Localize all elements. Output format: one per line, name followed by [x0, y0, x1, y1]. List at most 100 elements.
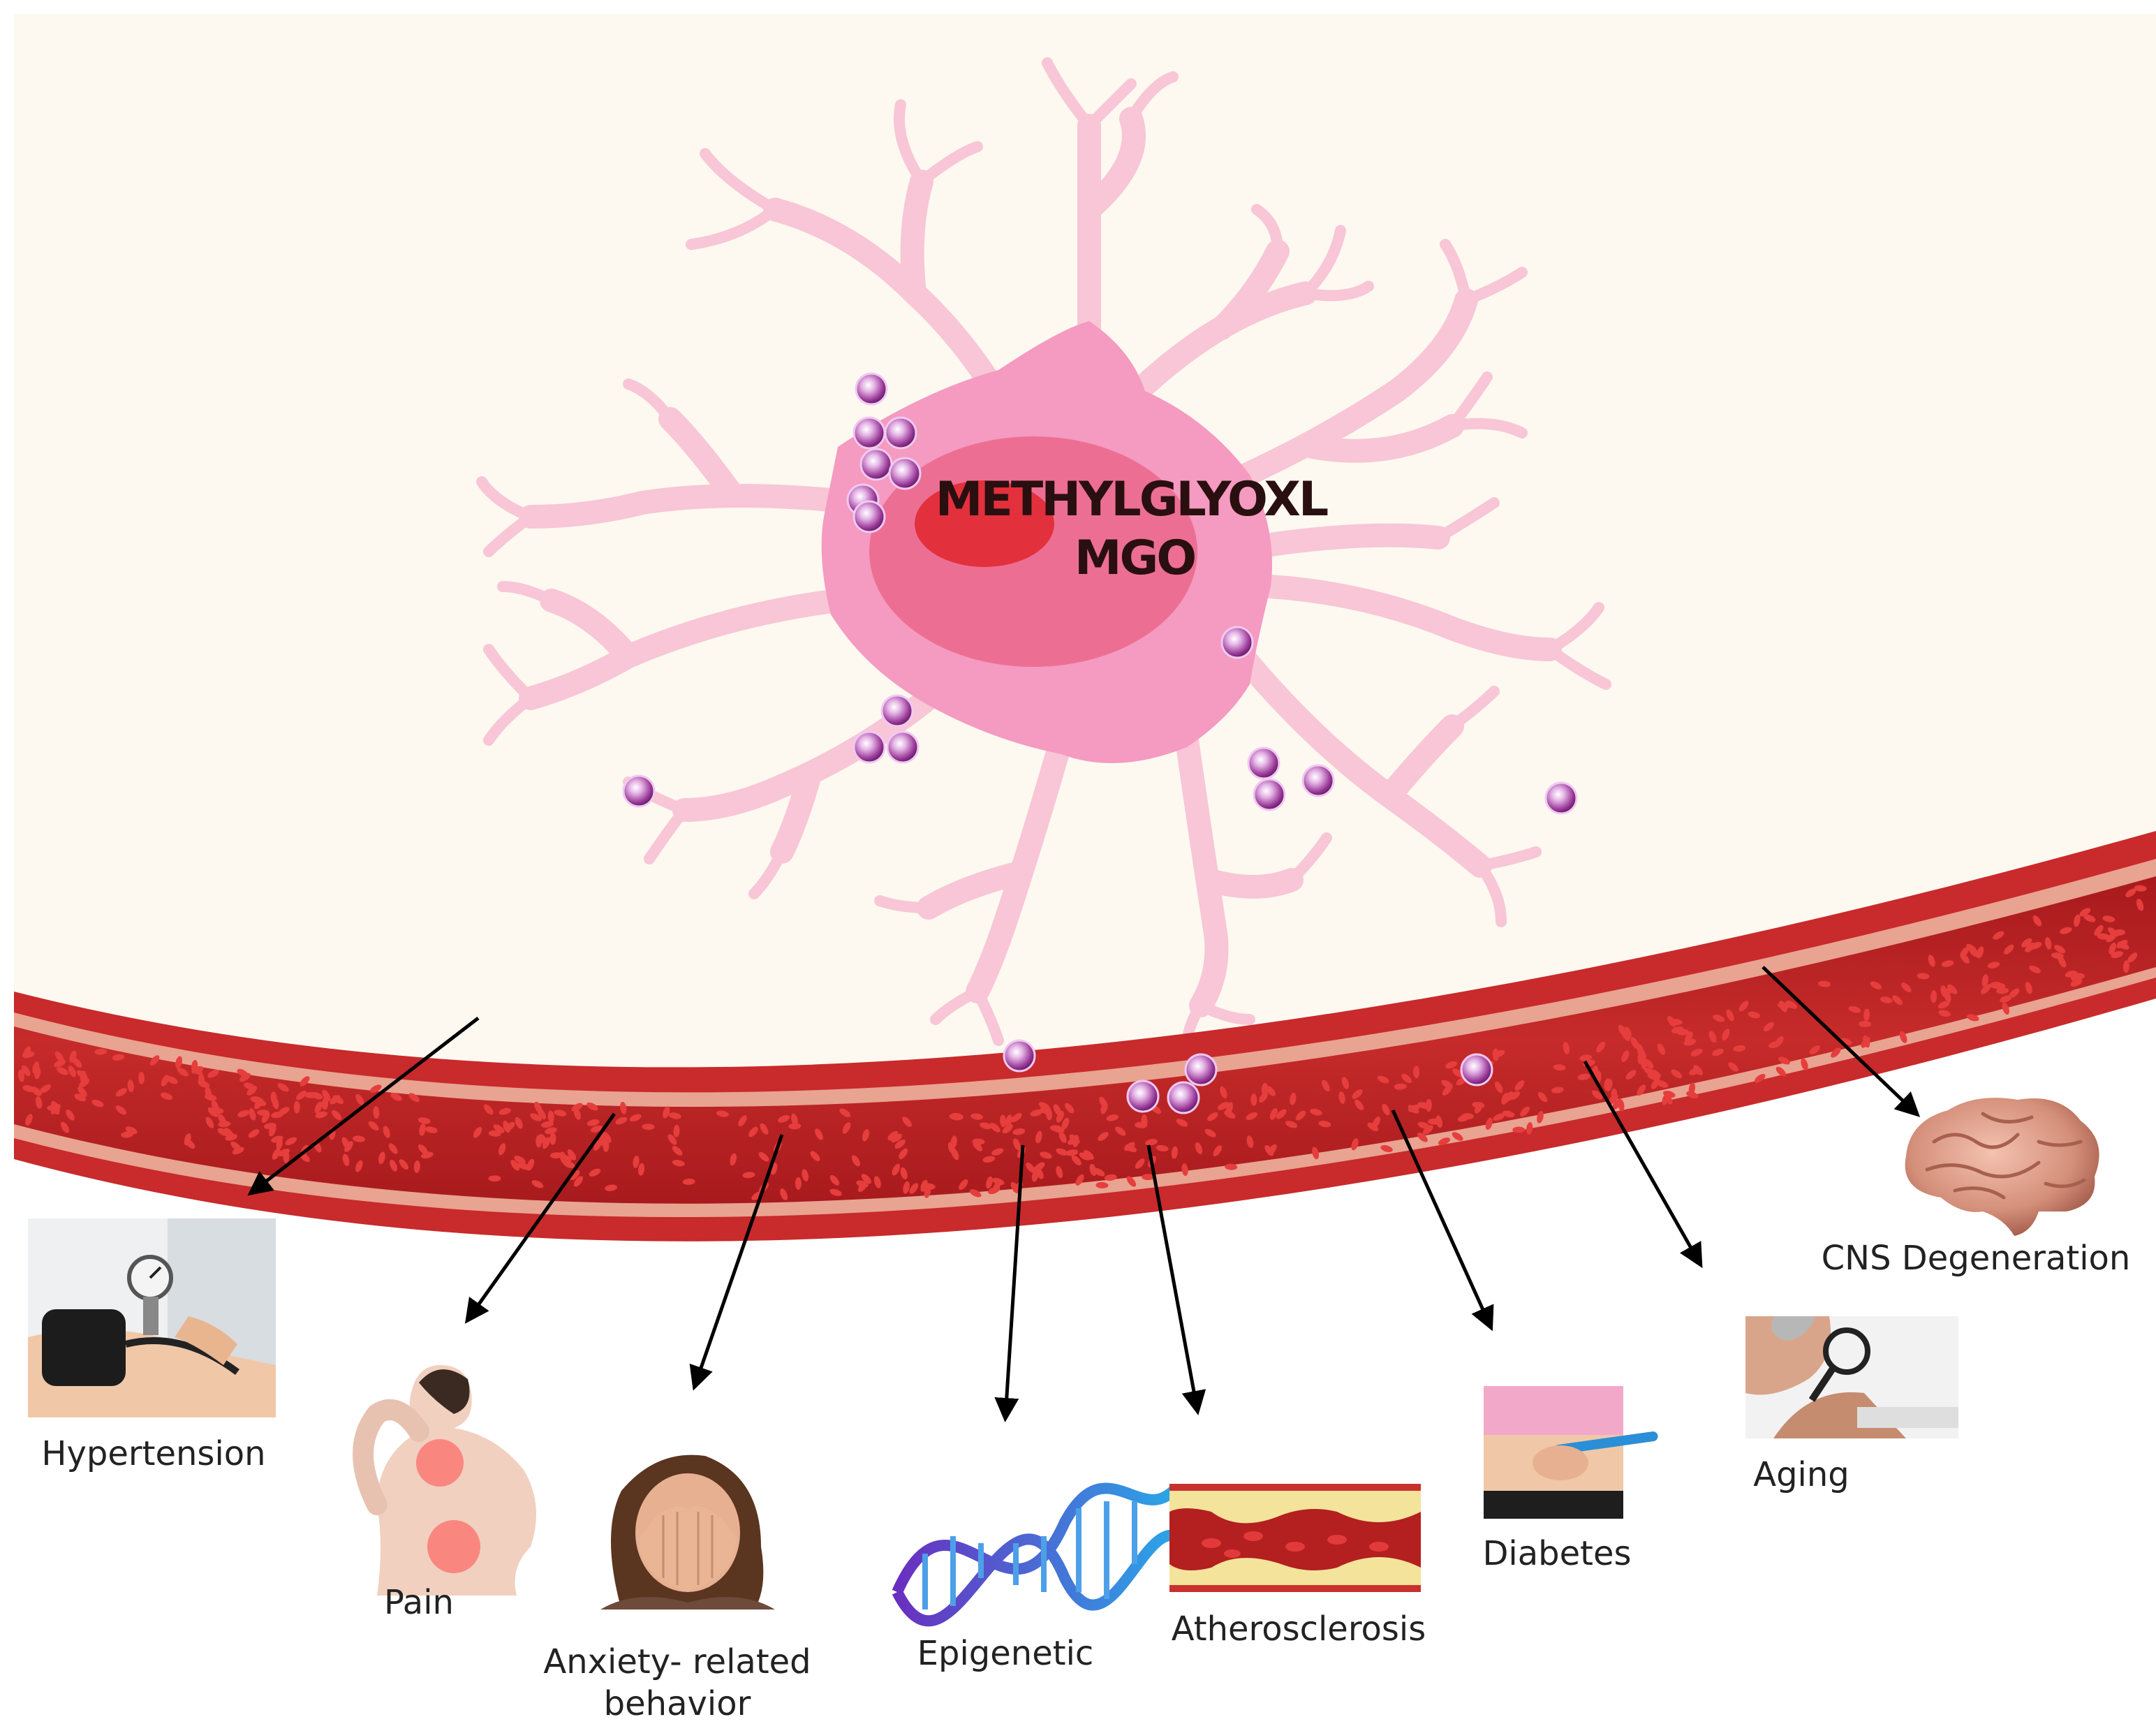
red-blood-cell: [1005, 1114, 1012, 1127]
red-blood-cell: [992, 1181, 1001, 1193]
red-blood-cell: [1763, 1022, 1774, 1032]
red-blood-cell: [1768, 1041, 1781, 1049]
mgo-particle: [1220, 626, 1254, 659]
red-blood-cell: [620, 1101, 627, 1114]
red-blood-cell: [1485, 1117, 1493, 1130]
red-blood-cell: [788, 1123, 802, 1130]
red-blood-cell: [1413, 1066, 1420, 1079]
red-blood-cell: [498, 1143, 506, 1156]
red-blood-cell: [1075, 1174, 1084, 1186]
red-blood-cell: [1579, 1054, 1593, 1061]
red-blood-cell: [161, 1092, 173, 1100]
red-blood-cell: [1206, 1112, 1218, 1121]
red-blood-cell: [355, 1160, 363, 1172]
red-blood-cell: [829, 1188, 842, 1196]
red-blood-cell: [166, 1075, 178, 1084]
red-blood-cell: [2079, 908, 2091, 917]
red-blood-cell: [1492, 1048, 1499, 1061]
red-blood-cell: [1145, 1139, 1158, 1146]
mgo-title-line2: MGO: [1075, 531, 1195, 586]
arrow-atherosclerosis: [1146, 1144, 1206, 1415]
red-blood-cell: [1084, 1149, 1094, 1160]
red-blood-cell: [91, 1099, 104, 1107]
red-blood-cell: [1061, 1117, 1070, 1130]
red-blood-cell: [1775, 1066, 1787, 1077]
red-blood-cell: [248, 1129, 260, 1138]
blood-pressure-cuff-icon: [28, 1218, 276, 1417]
red-blood-cell: [563, 1161, 575, 1169]
arrow-aging: [1583, 1060, 1703, 1269]
red-blood-cell: [246, 1086, 258, 1096]
red-blood-cell: [390, 1092, 402, 1101]
red-blood-cell: [642, 1124, 655, 1130]
red-blood-cell: [603, 1139, 610, 1152]
red-blood-cell: [829, 1174, 840, 1186]
red-blood-cell: [892, 1163, 900, 1176]
red-blood-cell: [418, 1117, 431, 1124]
red-blood-cell: [1608, 1094, 1618, 1105]
red-blood-cell: [191, 1066, 204, 1074]
red-blood-cell: [1537, 1091, 1548, 1103]
red-blood-cell: [2032, 915, 2042, 927]
red-blood-cell: [1689, 1067, 1701, 1075]
red-blood-cell: [1011, 1112, 1022, 1123]
red-blood-cell: [74, 1093, 87, 1102]
red-blood-cell: [2106, 933, 2117, 943]
red-blood-cell: [2025, 943, 2035, 952]
red-blood-cell: [1502, 1110, 1515, 1118]
red-blood-cell: [1322, 1080, 1330, 1092]
red-blood-cell: [537, 1108, 546, 1120]
red-blood-cell: [1943, 986, 1955, 995]
red-blood-cell: [1452, 1068, 1463, 1078]
red-blood-cell: [1435, 1115, 1442, 1128]
red-blood-cell: [1686, 1091, 1699, 1099]
red-blood-cell: [322, 1089, 331, 1101]
red-blood-cell: [1056, 1148, 1068, 1156]
red-blood-cell: [1667, 1016, 1676, 1027]
red-blood-cell: [2029, 965, 2041, 973]
red-blood-cell: [1683, 1038, 1697, 1046]
red-blood-cell: [1382, 1103, 1390, 1116]
mgo-particle: [884, 416, 917, 450]
red-blood-cell: [1338, 1091, 1345, 1104]
red-blood-cell: [909, 1183, 919, 1194]
red-blood-cell: [31, 1086, 42, 1096]
red-blood-cell: [758, 1151, 769, 1162]
red-blood-cell: [986, 1176, 993, 1189]
red-blood-cell: [34, 1066, 41, 1080]
red-blood-cell: [17, 1069, 25, 1082]
label-pain: Pain: [384, 1583, 454, 1622]
red-blood-cell: [1785, 1000, 1797, 1009]
red-blood-cell: [2097, 933, 2110, 940]
red-blood-cell: [2094, 925, 2104, 936]
red-blood-cell: [1204, 1128, 1216, 1137]
back-pain-icon: [353, 1365, 536, 1596]
red-blood-cell: [488, 1130, 501, 1137]
red-blood-cell: [330, 1095, 341, 1105]
red-blood-cell: [839, 1108, 851, 1117]
mgo-particles: [622, 372, 1578, 1114]
red-blood-cell: [342, 1154, 350, 1167]
red-blood-cell: [1647, 1073, 1660, 1081]
red-blood-cell: [184, 1139, 195, 1149]
red-blood-cell: [573, 1176, 583, 1187]
red-blood-cell: [1967, 1014, 1979, 1022]
red-blood-cell: [1537, 1110, 1544, 1124]
red-blood-cell: [205, 1117, 214, 1128]
red-blood-cell: [419, 1123, 426, 1136]
red-blood-cell: [54, 1051, 64, 1063]
red-blood-cell: [272, 1096, 279, 1110]
red-blood-cell: [1520, 1106, 1530, 1117]
red-blood-cell: [1981, 984, 1991, 994]
red-blood-cell: [418, 1144, 429, 1155]
mgo-particle: [880, 694, 914, 728]
red-blood-cell: [2083, 914, 2096, 922]
arrow-anxiety: [689, 1134, 784, 1391]
red-blood-cell: [1220, 1086, 1227, 1098]
red-blood-cell: [780, 1188, 788, 1200]
red-blood-cell: [1563, 1042, 1570, 1054]
red-blood-cell: [311, 1091, 323, 1100]
red-blood-cell: [1035, 1130, 1042, 1144]
red-blood-cell: [899, 1148, 908, 1160]
red-blood-cell: [1142, 1174, 1155, 1181]
